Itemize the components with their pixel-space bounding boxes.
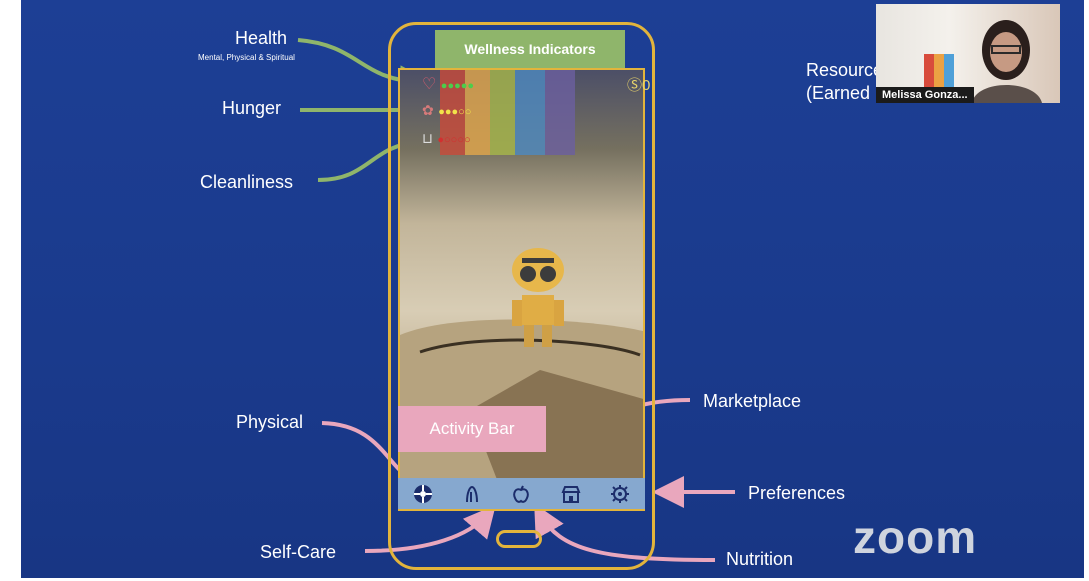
health-label: Health — [235, 28, 288, 48]
marketplace-label: Marketplace — [703, 391, 802, 411]
cleanliness-dots: ●○○○○ — [437, 134, 471, 146]
hunger-meter: ✿ ●●●○○ — [422, 102, 471, 120]
cleanliness-meter: ⊔ ●○○○○ — [422, 130, 471, 148]
zoom-logo: zoom — [853, 511, 978, 563]
food-icon: ✿ — [422, 102, 434, 118]
preferences-label: Preferences — [748, 483, 846, 503]
heart-icon: ♡ — [422, 76, 437, 93]
cleanliness-label: Cleanliness — [200, 172, 294, 192]
participant-name: Melissa Gonza... — [876, 87, 974, 103]
participant-video[interactable]: Melissa Gonza... — [876, 4, 1060, 103]
physical-label: Physical — [236, 412, 304, 432]
health-dots: ●●●●● — [440, 80, 475, 92]
nutrition-icon[interactable] — [510, 483, 532, 505]
participant-image — [924, 20, 1042, 103]
game-scene — [400, 70, 643, 509]
hunger-label: Hunger — [222, 98, 282, 118]
preferences-icon[interactable] — [609, 483, 631, 505]
health-sublabel: Mental, Physical & Spiritual — [198, 53, 295, 62]
self-care-label: Self-Care — [260, 542, 337, 562]
home-button — [496, 530, 542, 548]
resources-sublabel: (Earned Pc — [806, 83, 897, 103]
activity-nav-bar — [398, 478, 645, 509]
wellness-indicators-banner: Wellness Indicators — [435, 30, 625, 68]
health-meter: ♡ ●●●●● — [422, 74, 474, 94]
hunger-dots: ●●●○○ — [438, 106, 472, 118]
phone-outline — [388, 22, 655, 570]
robot-pet — [512, 248, 564, 347]
nutrition-label: Nutrition — [726, 549, 794, 569]
marketplace-icon[interactable] — [560, 483, 582, 505]
resources-label: Resources — [806, 60, 893, 80]
activity-bar-label: Activity Bar — [398, 406, 546, 452]
self-care-arrow — [364, 504, 496, 553]
self-care-icon[interactable] — [461, 483, 483, 505]
coin-count: 0 — [642, 77, 651, 94]
coin-icon: Ⓢ — [627, 77, 643, 94]
bucket-icon: ⊔ — [422, 130, 433, 146]
nutrition-arrow — [534, 503, 716, 562]
coin-counter: Ⓢ0 — [627, 74, 650, 95]
physical-icon[interactable] — [412, 483, 434, 505]
